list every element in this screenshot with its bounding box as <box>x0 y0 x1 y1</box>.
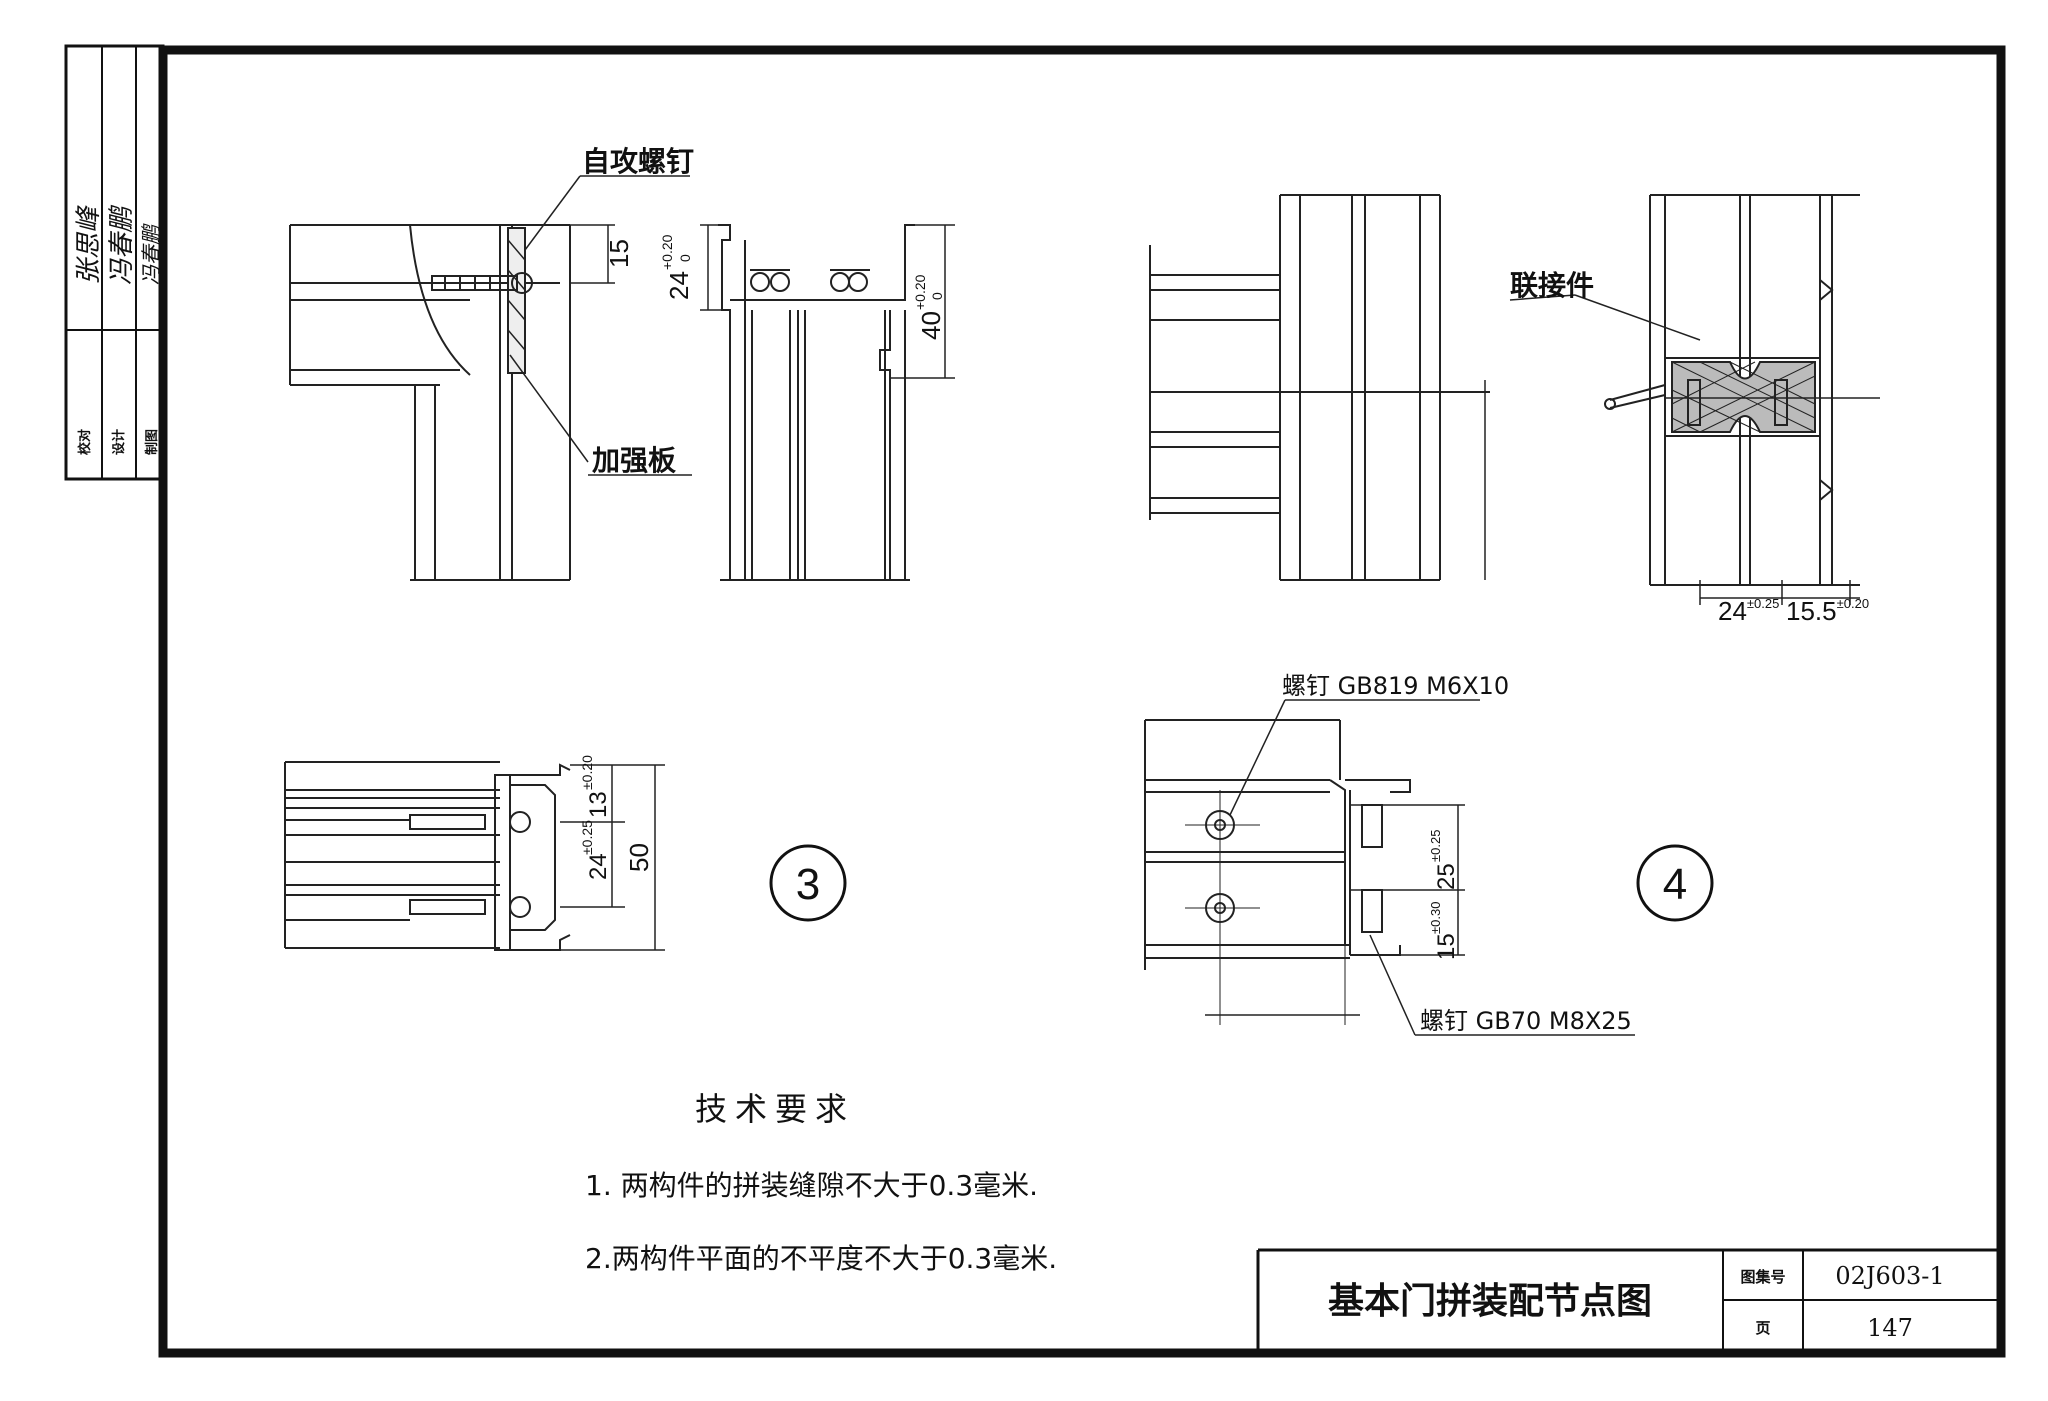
title-block-atlas-no: 02J603-1 <box>1835 1262 1944 1290</box>
label-self-tapping-screw: 自攻螺钉 <box>582 145 694 178</box>
stamp-row-1: 校对 <box>77 429 93 455</box>
dim-25-section: 25 <box>1433 863 1460 890</box>
dim-24-top-right: 24 <box>664 271 694 300</box>
title-block <box>1256 1248 2001 1353</box>
circle-callout-4: 4 <box>1636 844 1714 922</box>
dim-13-tol: ±0.20 <box>579 755 595 790</box>
label-screw-gb70: 螺钉 GB70 M8X25 <box>1420 1007 1632 1035</box>
sheet-border <box>158 45 2006 1358</box>
dim-40-top-right: 40 <box>916 311 946 340</box>
drawing4-top-left <box>1149 194 1490 581</box>
dim-24-bottom-tol: ±0.25 <box>579 820 595 855</box>
drawing3-top-right <box>700 224 955 581</box>
label-reinforcing-plate: 加强板 <box>592 444 676 477</box>
circle-callout-3: 3 <box>769 844 847 922</box>
side-stamp: 校对 设计 制图 张思峰 冯春鹏 冯春鹏 <box>64 44 165 481</box>
dim-24-joint: 24±0.25 <box>1718 596 1779 626</box>
dim-24-tol-low: 0 <box>677 254 693 262</box>
dim-24-bottom: 24 <box>585 853 612 880</box>
svg-text:4: 4 <box>1663 860 1687 909</box>
drawing3-bottom <box>284 761 665 951</box>
dim-50-bottom: 50 <box>624 843 654 872</box>
stamp-row-3: 制图 <box>144 429 160 455</box>
dim-15-top-left: 15 <box>604 239 634 268</box>
dim-25-tol: ±0.25 <box>1428 830 1443 862</box>
label-connector: 联接件 <box>1510 269 1594 302</box>
label-screw-gb819: 螺钉 GB819 M6X10 <box>1282 672 1509 700</box>
drawing4-top-right <box>1509 194 1880 605</box>
tech-item-1: 1. 两构件的拼装缝隙不大于0.3毫米. <box>585 1169 1038 1202</box>
stamp-signature-2: 冯春鹏 <box>107 204 137 285</box>
dim-15-tol: ±0.30 <box>1428 902 1443 934</box>
dim-15-section: 15 <box>1433 933 1460 960</box>
drawing3-top-left <box>289 175 692 581</box>
tech-requirements: 技术要求 1. 两构件的拼装缝隙不大于0.3毫米. 2.两构件平面的不平度不大于… <box>585 1090 1057 1275</box>
title-block-page-label: 页 <box>1755 1319 1770 1337</box>
dim-40-tol-low: 0 <box>929 292 945 300</box>
dim-40-tol-up: +0.20 <box>912 274 928 310</box>
svg-text:3: 3 <box>796 860 820 909</box>
drawing4-bottom <box>1144 699 1635 1036</box>
title-block-atlas-label: 图集号 <box>1740 1268 1785 1286</box>
title-block-page-no: 147 <box>1867 1314 1913 1342</box>
stamp-row-2: 设计 <box>111 429 127 455</box>
dim-24-tol-up: +0.20 <box>659 234 675 270</box>
tech-title: 技术要求 <box>695 1090 855 1128</box>
dim-13-bottom: 13 <box>585 791 612 818</box>
stamp-signature-1: 张思峰 <box>74 205 104 285</box>
dim-155-joint: 15.5±0.20 <box>1786 596 1869 626</box>
tech-item-2: 2.两构件平面的不平度不大于0.3毫米. <box>585 1242 1057 1275</box>
title-block-name: 基本门拼装配节点图 <box>1328 1281 1652 1322</box>
